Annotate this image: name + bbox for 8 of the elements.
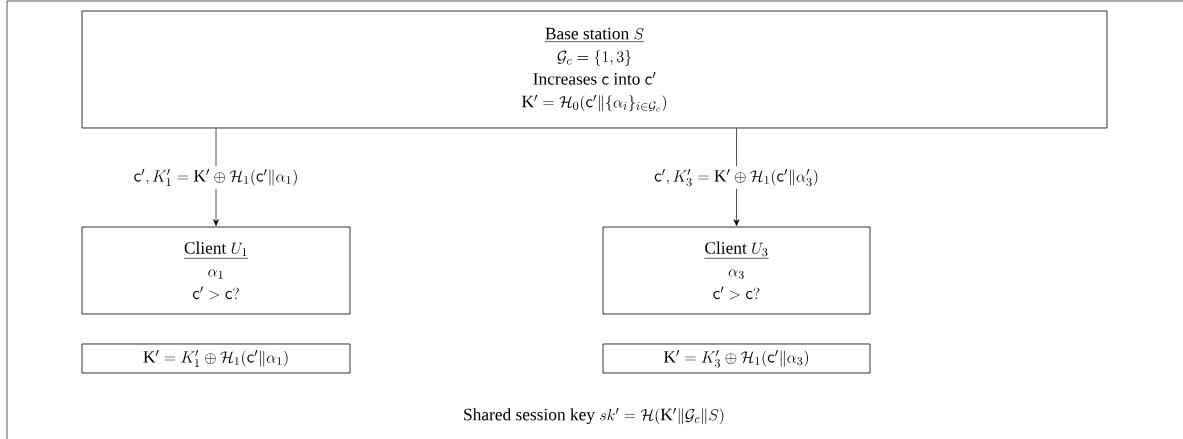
edge-label: $\mathsf{c}',K_3'=\mathrm{K}'\oplus\mathcal{H}_1(\mathsf{c}'\|\alpha_3')$ <box>651 166 822 189</box>
client-box: $\text{Client }U_3$ $\alpha_3$ $\mathsf{c}'>\mathsf{c}?$ <box>602 226 871 315</box>
station-box: $\text{Base station }S$ $\mathcal{G}_c=\{1,3\}$ $\text{Increases }\mathsf{c}\text{ into }\mathsf{c}'$ $\mathrm{K}'=\mathcal{H}_0(\mathsf{c}'\|\{\alpha_i\}_{i\in\mathcal{G}_c})$ <box>81 10 1108 129</box>
note-text: $\text{Shared session key }sk'=\mathcal{H}(\mathrm{K}'\|\mathcal{G}_c\|S)$ <box>464 407 724 425</box>
edge-label: $\mathsf{c}',K_1'=\mathrm{K}'\oplus\mathcal{H}_1(\mathsf{c}'\|\alpha_1)$ <box>130 166 302 189</box>
client-box: $\text{Client }U_1$ $\alpha_1$ $\mathsf{c}'>\mathsf{c}?$ <box>81 226 351 315</box>
key-box: $\mathrm{K}'=K_3'\oplus\mathcal{H}_1(\mathsf{c}'\|\alpha_3)$ <box>602 343 871 374</box>
key-box: $\mathrm{K}'=K_1'\oplus\mathcal{H}_1(\mathsf{c}'\|\alpha_1)$ <box>81 343 351 374</box>
